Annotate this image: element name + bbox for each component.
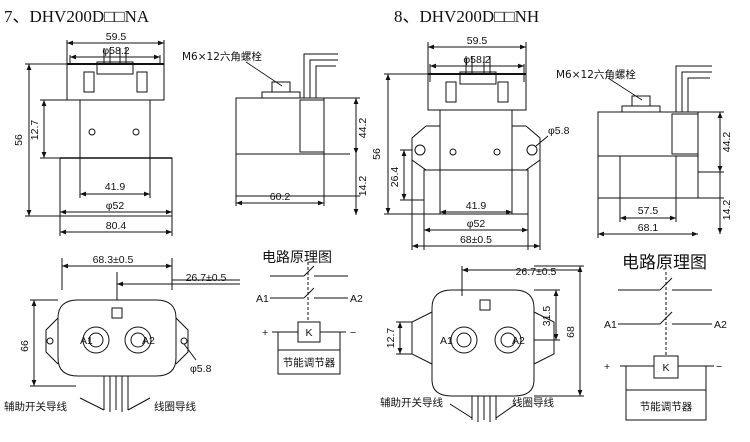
right-bottom-aux-wire: 辅助开关导线	[380, 396, 443, 409]
right-circuit-a2: A2	[714, 319, 727, 331]
right-circuit-minus: −	[716, 361, 722, 373]
right-front-h-total: 56	[371, 148, 383, 160]
left-front-h-total: 56	[13, 134, 25, 146]
left-side-bolt-label: M6×12六角螺栓	[182, 50, 262, 63]
left-bottom-view	[30, 258, 240, 412]
right-front-w-total: 68±0.5	[460, 234, 492, 246]
right-front-w-top: 59.5	[467, 35, 488, 47]
right-bottom-h-total: 68	[565, 326, 577, 338]
left-side-view	[235, 53, 360, 215]
right-bottom-h-left: 12.7	[385, 328, 397, 349]
left-circuit-regulator: 节能调节器	[283, 356, 336, 369]
left-circuit-a2: A2	[350, 293, 363, 305]
left-circuit-a1: A1	[256, 293, 269, 305]
right-bottom-h-top: 31.5	[541, 306, 553, 327]
left-bottom-coil-wire: 线圈导线	[154, 400, 196, 413]
left-bottom-w-top: 68.3±0.5	[93, 254, 134, 266]
left-front-w-body: 41.9	[105, 181, 126, 193]
left-side-h-base: 14.2	[357, 176, 369, 197]
left-bottom-h-total: 66	[19, 340, 31, 352]
right-bottom-coil-wire: 线圈导线	[512, 396, 554, 409]
right-circuit	[618, 272, 714, 421]
left-front-w-inner: φ58.2	[102, 45, 129, 57]
left-side-h-body: 44.2	[357, 118, 369, 139]
right-bottom-a2: A2	[512, 335, 525, 347]
right-circuit-plus: +	[604, 361, 610, 373]
right-front-w-inner: φ58.2	[463, 54, 490, 66]
title-right: 8、DHV200D□□NH	[394, 7, 540, 26]
right-front-h-lower: 26.4	[389, 167, 401, 188]
right-front-w-base: φ52	[467, 218, 486, 230]
left-front-h-inner: 12.7	[29, 120, 41, 141]
right-side-w-body: 57.5	[638, 205, 659, 217]
right-circuit-k: K	[662, 362, 669, 374]
right-circuit-regulator: 节能调节器	[640, 400, 693, 413]
left-circuit-k: K	[305, 327, 312, 339]
right-bottom-view	[396, 265, 584, 422]
right-circuit-title: 电路原理图	[622, 253, 707, 273]
right-side-h-body: 44.2	[721, 132, 733, 153]
left-bottom-a2: A2	[142, 335, 155, 347]
left-side-w-body: 60.2	[270, 191, 291, 203]
left-bottom-a1: A1	[80, 335, 93, 347]
right-side-h-base: 14.2	[721, 200, 733, 221]
left-bottom-aux-wire: 辅助开关导线	[4, 400, 67, 413]
right-side-view	[597, 65, 724, 238]
left-front-view	[25, 40, 173, 236]
left-front-w-total: 80.4	[106, 220, 127, 232]
left-front-w-top: 59.5	[106, 31, 127, 43]
title-left: 7、DHV200D□□NA	[4, 7, 150, 26]
left-front-w-base: φ52	[106, 200, 125, 212]
left-bottom-hole: φ5.8	[190, 363, 212, 375]
right-side-w-total: 68.1	[638, 222, 659, 234]
right-front-hole: φ5.8	[548, 125, 570, 137]
right-side-bolt-label: M6×12六角螺栓	[556, 68, 636, 81]
left-circuit-minus: −	[350, 327, 356, 339]
left-bottom-w-mid: 26.7±0.5	[186, 272, 227, 284]
left-circuit-plus: +	[262, 327, 268, 339]
right-bottom-w-mid: 26.7±0.5	[516, 266, 557, 278]
left-circuit-title: 电路原理图	[262, 250, 332, 266]
right-bottom-a1: A1	[440, 335, 453, 347]
right-front-view	[384, 42, 549, 250]
left-circuit	[270, 262, 348, 375]
right-front-w-body: 41.9	[466, 200, 487, 212]
right-circuit-a1: A1	[604, 319, 617, 331]
